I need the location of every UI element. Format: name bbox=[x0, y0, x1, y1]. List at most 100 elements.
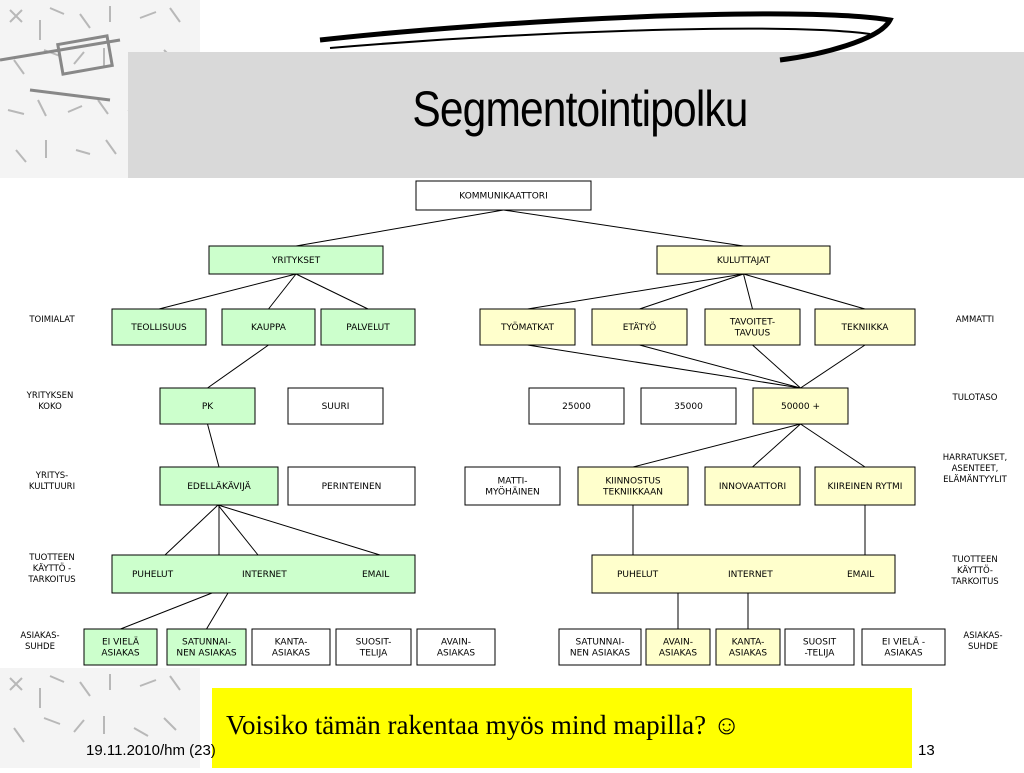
left-label-asiakassuhde: ASIAKAS-SUHDE bbox=[20, 631, 59, 652]
diagram-edge bbox=[639, 273, 744, 310]
node-label: 50000 + bbox=[781, 402, 820, 412]
right-label-ammatti: AMMATTI bbox=[956, 315, 994, 325]
node-label: ASIAKAS bbox=[729, 649, 768, 659]
level-label-text: TULOTASO bbox=[952, 393, 998, 403]
node-box bbox=[704, 308, 801, 346]
node-kauppa: KAUPPA bbox=[221, 308, 316, 346]
node-label: INNOVAATTORI bbox=[719, 482, 786, 492]
left-label-yrityskulttuuri: YRITYS-KULTTUURI bbox=[29, 471, 75, 492]
node-box bbox=[83, 628, 158, 666]
node-box bbox=[111, 554, 416, 594]
level-label-text: KOKO bbox=[38, 402, 62, 412]
right-label-asiakassuhde-r: ASIAKAS-SUHDE bbox=[963, 631, 1002, 652]
node-label: EMAIL bbox=[362, 570, 389, 580]
node-label: AVAIN- bbox=[663, 638, 693, 648]
decorative-swoosh bbox=[0, 0, 1024, 178]
diagram-edge bbox=[800, 344, 866, 389]
node-box bbox=[861, 628, 946, 666]
diagram-edge bbox=[295, 209, 504, 247]
node-kuluttajat: KULUTTAJAT bbox=[656, 245, 831, 275]
node-label: KIINNOSTUS bbox=[605, 477, 661, 487]
node-label: PUHELUT bbox=[617, 570, 659, 580]
level-label-text: KULTTUURI bbox=[29, 482, 75, 492]
node-edellakavija: EDELLÄKÄVIJÄ bbox=[159, 466, 279, 506]
diagram-edge bbox=[503, 209, 744, 247]
node-box bbox=[221, 308, 316, 346]
node-t35000: 35000 bbox=[640, 387, 737, 425]
level-label-text: ASIAKAS- bbox=[20, 631, 59, 641]
node-l-satunnainen: SATUNNAI-NEN ASIAKAS bbox=[166, 628, 247, 666]
left-label-toimialat: TOIMIALAT bbox=[28, 315, 75, 325]
diagram-edge bbox=[206, 592, 229, 630]
node-l-kanta: KANTA-ASIAKAS bbox=[251, 628, 331, 666]
diagram-edge bbox=[527, 344, 801, 389]
node-label: TAVUUS bbox=[734, 329, 771, 339]
node-label: TEOLLISUUS bbox=[130, 323, 187, 333]
diagram-edge bbox=[120, 592, 213, 630]
node-r-satunnainen: SATUNNAI-NEN ASIAKAS bbox=[558, 628, 642, 666]
right-label-harrastukset: HARRATUKSET,ASENTEET,ELÄMÄNTYYLIT bbox=[943, 453, 1008, 485]
level-label-text: SUHDE bbox=[25, 642, 55, 652]
node-label: SATUNNAI- bbox=[182, 638, 231, 648]
footer-date: 19.11.2010/hm (23) bbox=[86, 742, 216, 759]
node-kiireinen: KIIREINEN RYTMI bbox=[814, 466, 916, 506]
callout-box: Voisiko tämän rakentaa myös mind mapilla… bbox=[212, 688, 912, 768]
node-r-avain: AVAIN-ASIAKAS bbox=[645, 628, 711, 666]
node-r-eivela: EI VIELÄ -ASIAKAS bbox=[861, 628, 946, 666]
node-label: NEN ASIAKAS bbox=[176, 649, 237, 659]
node-label: 25000 bbox=[562, 402, 591, 412]
node-tavoitetavuus: TAVOITET-TAVUUS bbox=[704, 308, 801, 346]
node-label: KOMMUNIKAATTORI bbox=[459, 192, 547, 202]
node-t25000: 25000 bbox=[528, 387, 625, 425]
node-etatyo: ETÄTYÖ bbox=[591, 308, 688, 346]
node-label: ASIAKAS bbox=[437, 649, 476, 659]
node-label: ASIAKAS bbox=[272, 649, 311, 659]
node-label: ETÄTYÖ bbox=[623, 322, 657, 333]
node-label: MYÖHÄINEN bbox=[485, 487, 540, 498]
node-box bbox=[704, 466, 801, 506]
node-box bbox=[814, 466, 916, 506]
node-label: AVAIN- bbox=[441, 638, 471, 648]
node-box bbox=[640, 387, 737, 425]
segmentation-diagram: KOMMUNIKAATTORI YRITYKSET KULUTTAJAT TEOLLI… bbox=[20, 180, 1008, 666]
node-box bbox=[591, 554, 896, 594]
level-label-text: HARRATUKSET, bbox=[943, 453, 1007, 463]
level-label-text: ASIAKAS- bbox=[963, 631, 1002, 641]
node-box bbox=[415, 180, 592, 211]
node-label: MATTI- bbox=[498, 477, 528, 487]
diagram-edge bbox=[217, 504, 381, 556]
node-label: TEKNIIKKA bbox=[841, 323, 890, 333]
node-innovaattori: INNOVAATTORI bbox=[704, 466, 801, 506]
node-yritykset: YRITYKSET bbox=[208, 245, 384, 275]
level-label-text: TARKOITUS bbox=[950, 577, 998, 587]
node-l-suosittelija: SUOSIT-TELIJA bbox=[335, 628, 412, 666]
node-perinteinen: PERINTEINEN bbox=[287, 466, 416, 506]
node-box bbox=[591, 308, 688, 346]
node-tekniikka: TEKNIIKKA bbox=[814, 308, 916, 346]
diagram-edge bbox=[207, 344, 269, 389]
node-label: PERINTEINEN bbox=[322, 482, 382, 492]
node-tyomatkat: TYÖMATKAT bbox=[479, 308, 576, 346]
page-title: Segmentointipolku bbox=[412, 81, 748, 137]
node-box bbox=[335, 628, 412, 666]
node-kommunikaattori: KOMMUNIKAATTORI bbox=[415, 180, 592, 211]
node-box bbox=[479, 308, 576, 346]
node-label: PALVELUT bbox=[346, 323, 390, 333]
node-label: SUOSIT- bbox=[356, 638, 392, 648]
node-label: -TELIJA bbox=[805, 649, 836, 659]
node-box bbox=[784, 628, 855, 666]
diagram-edge bbox=[295, 273, 369, 310]
diagram-level-labels: TOIMIALATYRITYKSENKOKOYRITYS-KULTTUURITU… bbox=[20, 315, 1007, 652]
diagram-edge bbox=[743, 273, 866, 310]
node-t50000: 50000 + bbox=[752, 387, 849, 425]
node-box bbox=[416, 628, 496, 666]
level-label-text: ELÄMÄNTYYLIT bbox=[943, 474, 1007, 485]
node-label: SUOSIT bbox=[803, 638, 837, 648]
node-label: INTERNET bbox=[728, 570, 773, 580]
node-label: INTERNET bbox=[242, 570, 287, 580]
node-label: TAVOITET- bbox=[729, 318, 775, 328]
node-box bbox=[111, 308, 207, 346]
